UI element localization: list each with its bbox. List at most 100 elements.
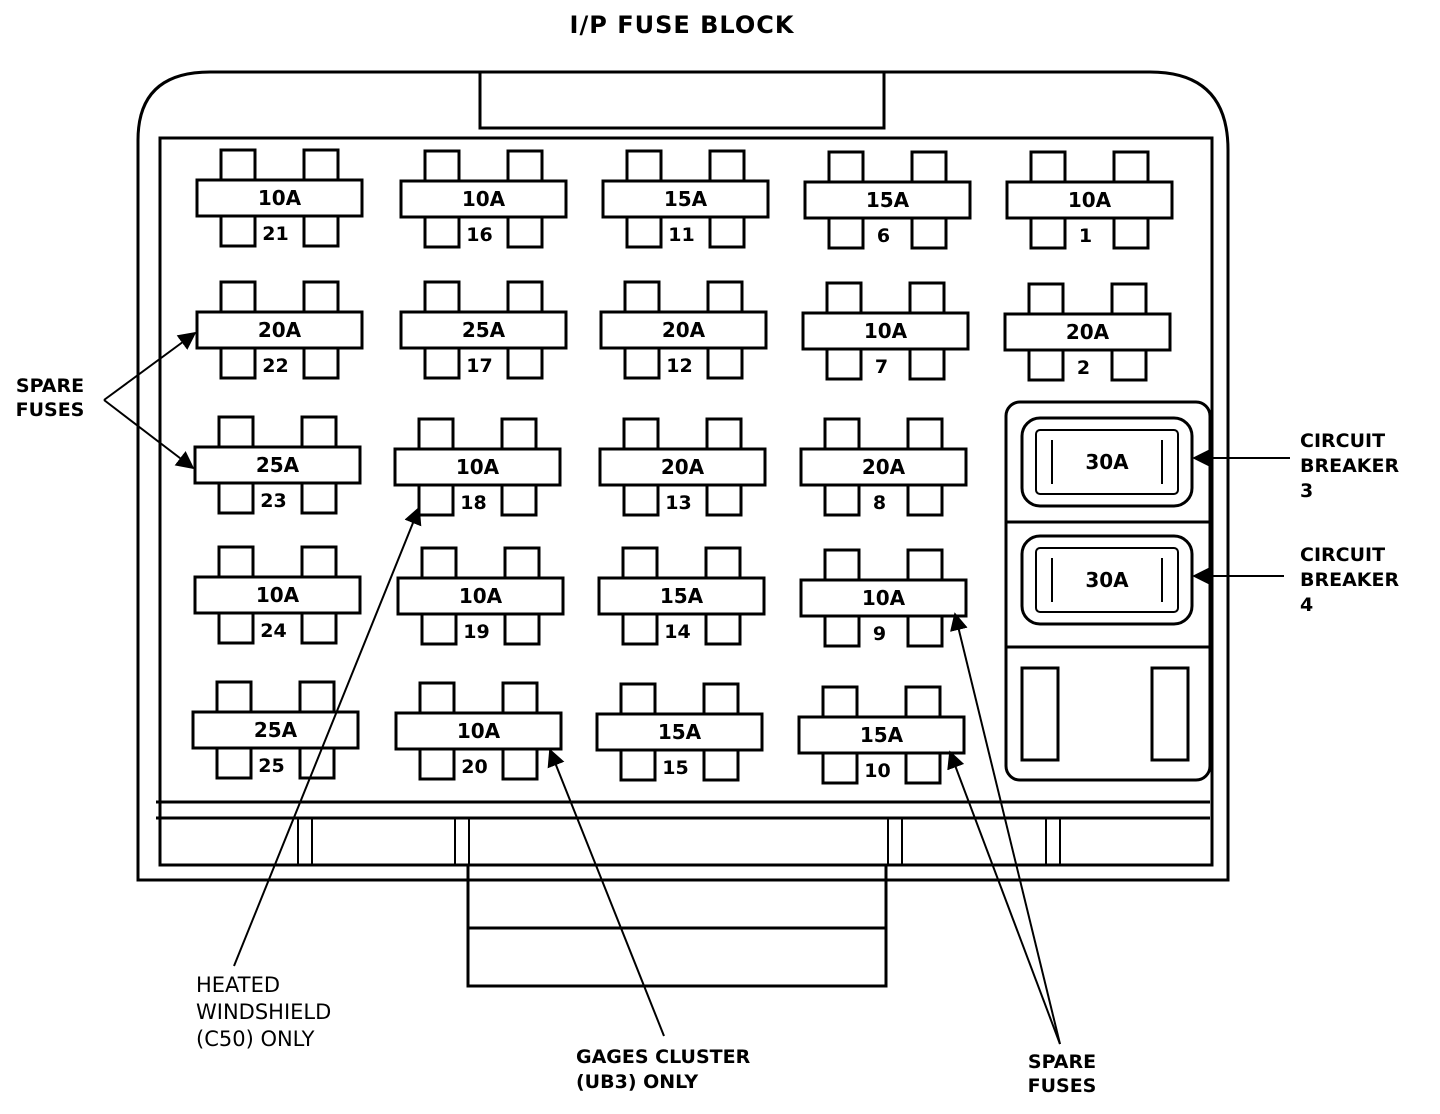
fuse-prong bbox=[302, 214, 340, 248]
fuse-body bbox=[195, 178, 364, 218]
fuse-body bbox=[799, 578, 968, 618]
fuse-number: 16 bbox=[466, 224, 492, 246]
annotation-circuit-breaker-3: CIRCUIT BREAKER 3 bbox=[1192, 430, 1399, 502]
fuse-prong bbox=[910, 216, 948, 250]
fuse-prong bbox=[821, 685, 859, 719]
fuse-prong bbox=[418, 681, 456, 715]
fuse-prong bbox=[298, 746, 336, 780]
fuse-prong bbox=[298, 680, 336, 714]
fuse-prong bbox=[702, 748, 740, 782]
fuse-number: 7 bbox=[875, 356, 888, 378]
fuse-prong bbox=[500, 417, 538, 451]
fuse-prong bbox=[420, 612, 458, 646]
fuse-rating: 10A bbox=[862, 586, 906, 610]
annotation-text-line: FUSES bbox=[16, 399, 85, 421]
fuse-rating: 15A bbox=[658, 720, 702, 744]
fuse-number: 2 bbox=[1077, 357, 1090, 379]
fuse-number: 15 bbox=[662, 757, 688, 779]
fuse-prong bbox=[904, 685, 942, 719]
fuse-prong bbox=[302, 280, 340, 314]
inner-panel bbox=[158, 136, 1214, 867]
annotation-text-line: 3 bbox=[1300, 480, 1313, 502]
fuse-prong bbox=[300, 415, 338, 449]
annotation-arrow bbox=[950, 612, 1061, 1045]
fuse-rating: 25A bbox=[256, 453, 300, 477]
fuse-rating: 15A bbox=[866, 188, 910, 212]
right-breaker-module bbox=[1004, 400, 1212, 782]
fuse-number: 12 bbox=[666, 355, 692, 377]
breaker-outer bbox=[1020, 534, 1194, 626]
fuse-prong bbox=[908, 347, 946, 381]
annotation-heated-windshield: HEATED WINDSHIELD (C50) ONLY bbox=[196, 506, 422, 1051]
annotation-text-line: CIRCUIT bbox=[1300, 430, 1385, 452]
fuse-prong bbox=[823, 548, 861, 582]
fuse-rating: 25A bbox=[462, 318, 506, 342]
fuse-prong bbox=[219, 280, 257, 314]
fuse-number: 22 bbox=[262, 355, 288, 377]
fuse-number: 18 bbox=[460, 492, 486, 514]
fuse-body bbox=[193, 575, 362, 615]
fuse-prong bbox=[908, 281, 946, 315]
fuse-number: 21 bbox=[262, 223, 288, 245]
fuse: 10A 18 bbox=[393, 417, 562, 517]
fuse: 20A 2 bbox=[1003, 282, 1172, 382]
fuse-body bbox=[797, 715, 966, 755]
fuse-rating: 10A bbox=[1068, 188, 1112, 212]
fuse-prong bbox=[506, 149, 544, 183]
fuse-body bbox=[399, 179, 568, 219]
fuse-prong bbox=[417, 417, 455, 451]
fuse-prong bbox=[501, 681, 539, 715]
fuse-prong bbox=[621, 546, 659, 580]
fuse-prong bbox=[217, 415, 255, 449]
breaker-rating: 30A bbox=[1085, 568, 1129, 592]
fuse: 15A 15 bbox=[595, 682, 764, 782]
fuse-prong bbox=[506, 280, 544, 314]
fuse-rating: 20A bbox=[1066, 320, 1110, 344]
fuse-body bbox=[191, 710, 360, 750]
breaker-rating: 30A bbox=[1085, 450, 1129, 474]
fuse-prong bbox=[621, 612, 659, 646]
fuse-prong bbox=[823, 417, 861, 451]
fuse-prong bbox=[417, 483, 455, 517]
fuse: 25A 17 bbox=[399, 280, 568, 380]
fuse-rating: 10A bbox=[459, 584, 503, 608]
fuse-number: 9 bbox=[873, 623, 886, 645]
breaker-outer bbox=[1020, 416, 1194, 508]
housing-outline bbox=[136, 70, 1230, 882]
top-latch-tab bbox=[478, 70, 886, 130]
fuse-prong bbox=[503, 612, 541, 646]
fuse-prong bbox=[821, 751, 859, 785]
annotation-arrow bbox=[103, 399, 195, 470]
fuse-number: 8 bbox=[873, 492, 886, 514]
fuse-rating: 10A bbox=[258, 186, 302, 210]
fuse-prong bbox=[622, 483, 660, 517]
fuse-body bbox=[1005, 180, 1174, 220]
fuse-body bbox=[601, 179, 770, 219]
fuse-prong bbox=[708, 149, 746, 183]
fuse-prong bbox=[423, 346, 461, 380]
fuse-prong bbox=[219, 346, 257, 380]
fuse-prong bbox=[503, 546, 541, 580]
fuse-rating: 10A bbox=[456, 455, 500, 479]
circuit-breaker: 30A bbox=[1020, 416, 1194, 508]
fuse-number: 10 bbox=[864, 760, 890, 782]
fuse-body bbox=[195, 310, 364, 350]
fuse-body bbox=[799, 447, 968, 487]
fuse-number: 11 bbox=[668, 224, 694, 246]
annotation-spare-fuses-left: SPARE FUSES bbox=[16, 331, 197, 470]
circuit-breaker: 30A bbox=[1020, 534, 1194, 626]
fuse-body bbox=[598, 447, 767, 487]
fuse: 10A 9 bbox=[799, 548, 968, 648]
fuse-prong bbox=[705, 483, 743, 517]
fuse-prong bbox=[423, 280, 461, 314]
fuse-number: 17 bbox=[466, 355, 492, 377]
annotation-gages-cluster: GAGES CLUSTER (UB3) ONLY bbox=[547, 748, 751, 1093]
